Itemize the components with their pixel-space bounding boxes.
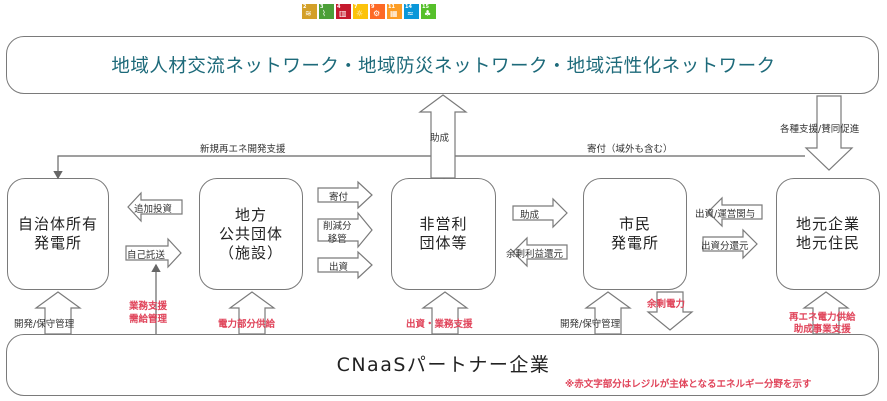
municipal-power-label: 自治体所有 発電所	[17, 215, 98, 252]
grant-right-label: 助成	[520, 210, 540, 221]
sdg-goal-number: 11	[388, 4, 395, 10]
dev-maint-left-arrow	[34, 291, 82, 335]
kifu-arrow	[317, 180, 373, 210]
sdg-goal-3-icon: 3⌇	[319, 4, 334, 19]
dev-maint-right-arrow	[584, 291, 632, 335]
kifu-label: 寄付	[329, 192, 349, 203]
sdg-goal-glyph: ≈	[407, 9, 414, 18]
sdg-goal-number: 7	[354, 4, 358, 10]
support-promo-label: 各種支援/賛同促進	[780, 124, 860, 135]
support-down-arrow	[804, 95, 854, 171]
legend-note: ※赤文字部分はレジルが主体となるエネルギー分野を示す	[565, 379, 812, 390]
citizen-power-label: 市民 発電所	[610, 215, 659, 252]
sdg-goal-glyph: ≋	[305, 9, 312, 18]
dividend-label: 出資分還元	[701, 241, 749, 252]
sdg-goal-number: 2	[303, 4, 307, 10]
sdg-goal-glyph: ▥	[339, 9, 347, 18]
sdg-goal-14-icon: 14≈	[404, 4, 419, 19]
sdg-goal-glyph: ♣	[424, 9, 432, 18]
sdg-goal-7-icon: 7☼	[353, 4, 368, 19]
power-supply-label: 電力部分供給	[218, 319, 276, 330]
donation-line	[439, 155, 805, 180]
sdg-goal-number: 15	[422, 4, 429, 10]
additional-invest-arrow	[127, 191, 183, 223]
local-community-label: 地元企業 地元住民	[795, 215, 860, 252]
sdg-goal-glyph: ☼	[356, 9, 364, 18]
additional-invest-label: 追加投資	[134, 204, 173, 215]
sdg-goal-15-icon: 15♣	[421, 4, 436, 19]
power-supply-arrow	[228, 291, 276, 335]
network-box	[6, 36, 879, 94]
sdg-goal-number: 9	[371, 4, 375, 10]
surplus-power-arrow	[646, 291, 694, 331]
public-entity-label: 地方 公共団体 （施設）	[218, 205, 283, 262]
invest-operate-arrow	[707, 196, 763, 228]
dividend-arrow	[702, 228, 758, 260]
donation-label: 寄付（域外も含む）	[587, 144, 673, 155]
municipal-power-node: 自治体所有 発電所	[7, 178, 109, 290]
network-title: 地域人材交流ネットワーク・地域防災ネットワーク・地域活性化ネットワーク	[111, 56, 776, 77]
sdg-goal-glyph: ⚙	[373, 9, 381, 18]
invest-support-arrow	[421, 291, 469, 335]
new-renewable-label: 新規再エネ開発支援	[200, 144, 286, 155]
dev-maint-right-label: 開発/保守管理	[560, 319, 621, 330]
sdg-goal-glyph: ▦	[390, 9, 398, 18]
reduction-arrow	[317, 211, 373, 249]
sdg-goal-number: 14	[405, 4, 412, 10]
sdg-icon-strip: 2≋3⌇4▥7☼9⚙11▦14≈15♣	[302, 4, 438, 38]
citizen-power-node: 市民 発電所	[583, 178, 687, 290]
new-renewable-line	[53, 155, 440, 180]
local-community-node: 地元企業 地元住民	[776, 178, 880, 290]
grant-up-label: 助成	[430, 133, 450, 144]
grant-up-arrow	[418, 94, 468, 179]
sdg-goal-number: 4	[337, 4, 341, 10]
public-entity-node: 地方 公共団体 （施設）	[199, 178, 303, 290]
invest-operate-label: 出資/運営関与	[695, 209, 756, 220]
sdg-goal-4-icon: 4▥	[336, 4, 351, 19]
grant-right-arrow	[512, 197, 568, 229]
surplus-return-arrow	[512, 236, 568, 268]
sdg-goal-9-icon: 9⚙	[370, 4, 385, 19]
investment-label: 出資	[329, 262, 349, 273]
partner-title: CNaaSパートナー企業	[336, 354, 551, 376]
investment-arrow	[317, 250, 373, 280]
npo-label: 非営利 団体等	[419, 215, 468, 252]
re-supply-label: 再エネ電力供給 助成事業支援	[789, 312, 856, 335]
surplus-return-label: 余剰利益還元	[506, 249, 564, 260]
partner-box	[6, 334, 879, 396]
self-consign-label: 自己託送	[127, 250, 166, 261]
invest-business-support-label: 出資・業務支援	[406, 319, 473, 330]
re-supply-arrow	[802, 291, 850, 335]
npo-node: 非営利 団体等	[391, 178, 496, 290]
sdg-goal-11-icon: 11▦	[387, 4, 402, 19]
sdg-goal-glyph: ⌇	[322, 9, 326, 18]
sdg-goal-number: 3	[320, 4, 324, 10]
reduction-label: 削減分 移管	[323, 221, 352, 245]
sdg-goal-2-icon: 2≋	[302, 4, 317, 19]
dev-maint-left-label: 開発/保守管理	[14, 319, 75, 330]
self-consign-arrow	[125, 237, 182, 269]
business-support-label: 業務支援 需給管理	[129, 301, 168, 325]
surplus-power-label: 余剰電力	[647, 299, 686, 310]
